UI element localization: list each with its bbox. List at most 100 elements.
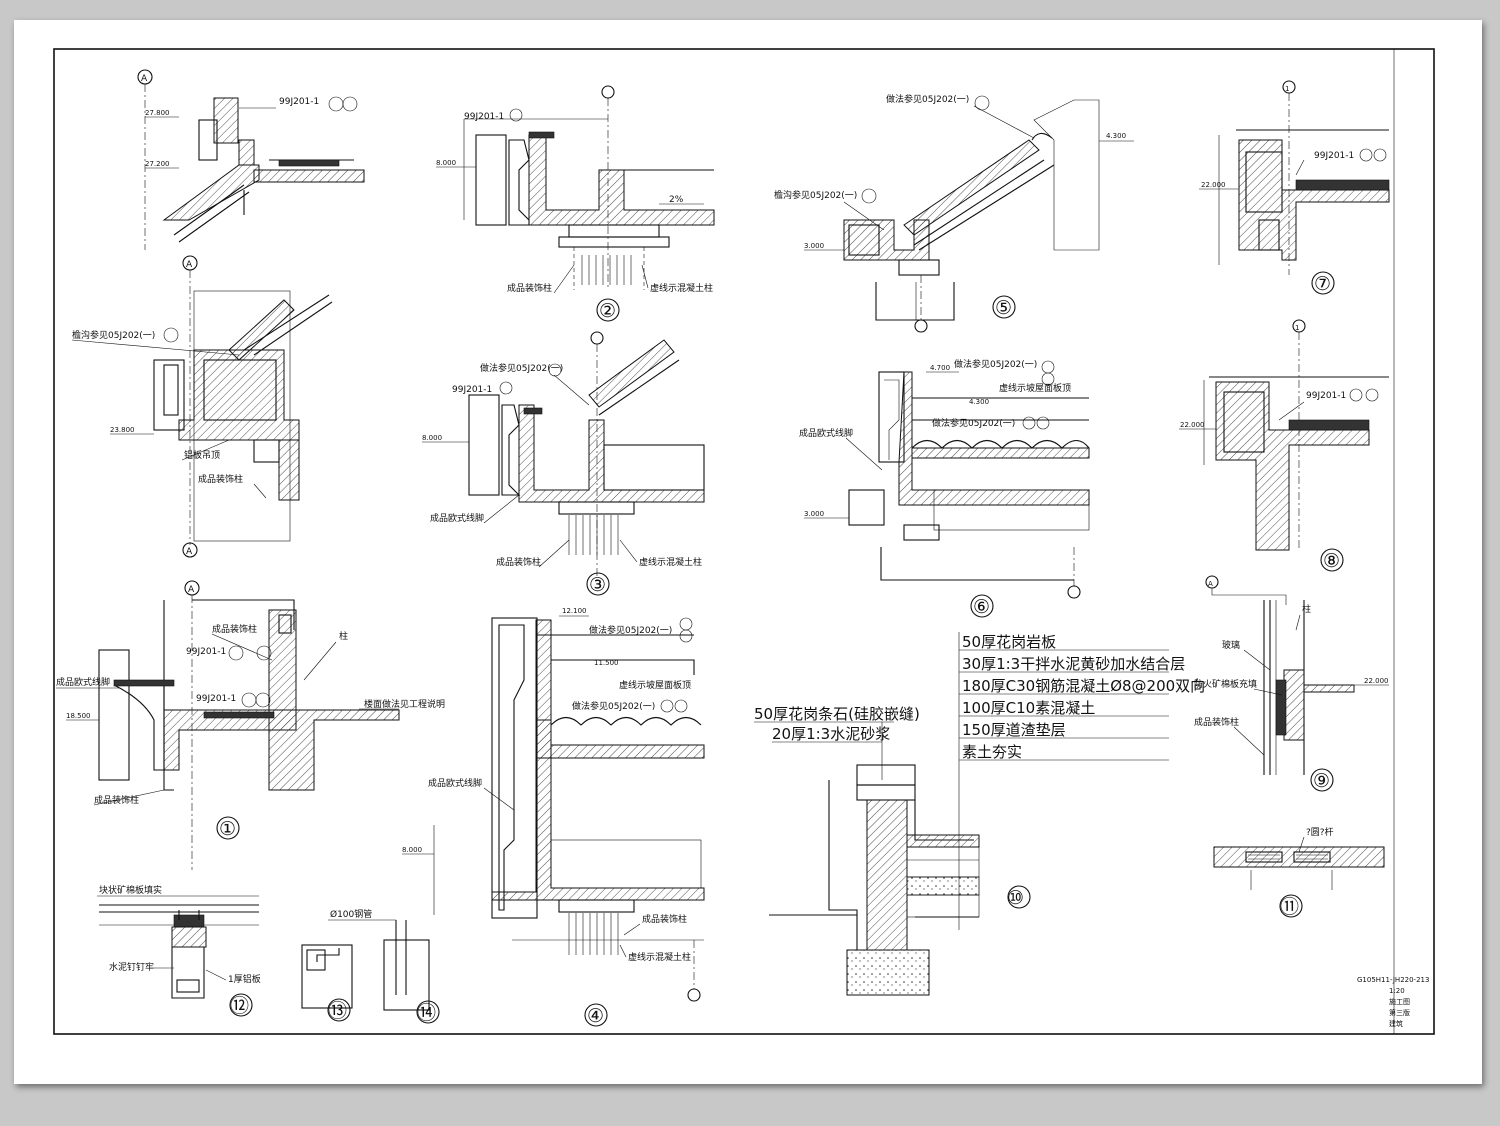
svg-text:1: 1 — [1295, 324, 1299, 332]
d9-fill-label: 防火矿棉板充填 — [1194, 678, 1257, 690]
detail-d6: 4.700 做法参见05J202(一) 4.300 虚线示坡屋面板顶 做法参见0… — [799, 358, 1090, 618]
d7-ref: 99J201-1 — [1314, 151, 1354, 161]
d1-number: ① — [219, 818, 236, 840]
d4-cornice-label: 成品欧式线脚 — [428, 777, 482, 789]
d9-number: ⑨ — [1313, 770, 1330, 792]
d10-curb-label-2: 20厚1:3水泥砂浆 — [772, 725, 890, 743]
d3-number: ③ — [589, 574, 606, 596]
svg-text:3.000: 3.000 — [804, 510, 824, 518]
detail-d0b: A A 檐沟参见05J202(一) 23.800 铝板吊顶 成品装饰柱 — [71, 255, 333, 558]
detail-d1: A 成品装饰柱 99J201-1 99J201-1 成品欧式线脚 柱 楼面做法见… — [56, 580, 445, 870]
svg-text:11.500: 11.500 — [594, 659, 619, 667]
svg-text:4.300: 4.300 — [1106, 132, 1126, 140]
d10-number: ⑩ — [1007, 887, 1024, 909]
d10-curb-label-1: 50厚花岗条石(硅胶嵌缝) — [754, 705, 920, 723]
svg-text:18.500: 18.500 — [66, 712, 91, 720]
svg-text:4.300: 4.300 — [969, 398, 989, 406]
d6-ref-1: 做法参见05J202(一) — [954, 358, 1037, 370]
title-version: 第三版 — [1389, 1008, 1410, 1017]
title-scale: 1:20 — [1389, 987, 1405, 995]
svg-text:22.000: 22.000 — [1364, 677, 1389, 685]
d10-layer-3: 180厚C30钢筋混凝土Ø8@200双向 — [962, 677, 1205, 695]
detail-d5: 做法参见05J202(一) 4.300 檐沟参见05J202(一) 3.000 … — [774, 93, 1134, 333]
svg-text:22.000: 22.000 — [1180, 421, 1205, 429]
title-block: G105H11-JH220-213 1:20 施工图 第三版 建筑 — [1357, 976, 1429, 1028]
d2-ref: 99J201-1 — [464, 112, 504, 122]
d3-concrete-label: 虚线示混凝土柱 — [639, 556, 702, 568]
d5-ref-main: 做法参见05J202(一) — [886, 93, 969, 105]
detail-drawing-canvas: A 99J201-1 27.800 27.200 A A — [53, 48, 1435, 1035]
detail-d7: 1 99J201-1 22.000 ⑦ — [1199, 80, 1390, 295]
svg-text:A: A — [186, 547, 193, 557]
detail-d4: 12.100 做法参见05J202(一) 11.500 虚线示坡屋面板顶 做法参… — [402, 607, 705, 1027]
d1-column-label-top: 成品装饰柱 — [212, 623, 257, 635]
detail-d2: 99J201-1 2% 8.000 成品装饰柱 虚线示混凝土柱 ② — [436, 85, 715, 322]
d12-number: ⑫ — [230, 995, 249, 1017]
d2-number: ② — [599, 300, 616, 322]
d5-gutter-ref: 檐沟参见05J202(一) — [774, 189, 857, 201]
title-discipline: 建筑 — [1389, 1019, 1403, 1028]
d3-ref: 99J201-1 — [452, 385, 492, 395]
d8-number: ⑧ — [1323, 550, 1340, 572]
d1-floor-label: 楼面做法见工程说明 — [364, 698, 445, 710]
d6-cornice-label: 成品欧式线脚 — [799, 427, 853, 439]
detail-d11: ?圆?杆 ⑪ — [1213, 826, 1385, 918]
svg-text:A: A — [188, 585, 195, 595]
title-stage: 施工图 — [1389, 997, 1410, 1006]
detail-d13: ⑬ — [301, 944, 353, 1022]
d13-number: ⑬ — [328, 1000, 347, 1022]
detail-d12: 块状矿棉板填实 水泥钉钉牢 1厚铝板 ⑫ — [97, 884, 261, 1017]
d10-layer-1: 50厚花岗岩板 — [962, 633, 1056, 651]
d11-number: ⑪ — [1280, 896, 1299, 918]
d0b-ceiling-label: 铝板吊顶 — [184, 449, 220, 461]
svg-text:8.000: 8.000 — [402, 846, 422, 854]
d5-number: ⑤ — [995, 297, 1012, 319]
d0b-gutter-ref: 檐沟参见05J202(一) — [72, 329, 155, 341]
svg-text:8.000: 8.000 — [436, 159, 456, 167]
svg-text:23.800: 23.800 — [110, 426, 135, 434]
d10-layer-4: 100厚C10素混凝土 — [962, 699, 1095, 717]
d0b-column-label: 成品装饰柱 — [198, 473, 243, 485]
d6-number: ⑥ — [973, 596, 990, 618]
d2-slope: 2% — [669, 195, 684, 205]
detail-d14: Ø100钢管 ⑭ — [328, 908, 440, 1024]
d12-nail-label: 水泥钉钉牢 — [109, 961, 154, 973]
d9-glass-label: 玻璃 — [1222, 639, 1240, 651]
d7-number: ⑦ — [1314, 273, 1331, 295]
d2-column-label: 成品装饰柱 — [507, 282, 552, 294]
d9-column-decor-label: 成品装饰柱 — [1194, 716, 1239, 728]
d6-ref-2: 做法参见05J202(一) — [932, 417, 1015, 429]
svg-text:A: A — [186, 260, 193, 270]
detail-d3: 做法参见05J202(一) 99J201-1 8.000 成品欧式线脚 成品装饰… — [422, 331, 705, 596]
d8-ref: 99J201-1 — [1306, 391, 1346, 401]
d12-fill-label: 块状矿棉板填实 — [99, 884, 162, 896]
d14-number: ⑭ — [417, 1002, 436, 1024]
detail-d10: 50厚花岗岩板 30厚1:3干拌水泥黄砂加水结合层 180厚C30钢筋混凝土Ø8… — [754, 632, 1205, 996]
d14-pipe-label: Ø100钢管 — [330, 908, 372, 920]
title-drawing-no: G105H11-JH220-213 — [1357, 976, 1429, 984]
d10-layer-6: 素土夯实 — [962, 743, 1022, 761]
d1-ref-2: 99J201-1 — [196, 694, 236, 704]
svg-text:3.000: 3.000 — [804, 242, 824, 250]
d0-elev-2: 27.200 — [145, 160, 170, 168]
d4-concrete-label: 虚线示混凝土柱 — [628, 951, 691, 963]
svg-text:A: A — [1208, 580, 1213, 588]
d0-ref: 99J201-1 — [279, 97, 319, 107]
detail-d0: A 99J201-1 27.800 27.200 — [137, 69, 365, 250]
d4-number: ④ — [587, 1005, 604, 1027]
drawing-frame — [53, 48, 1435, 1035]
d4-ref-1: 做法参见05J202(一) — [589, 624, 672, 636]
svg-text:22.000: 22.000 — [1201, 181, 1226, 189]
d2-concrete-label: 虚线示混凝土柱 — [650, 282, 713, 294]
d4-ref-2: 做法参见05J202(一) — [572, 700, 655, 712]
d0-elev-1: 27.800 — [145, 109, 170, 117]
detail-d9: A 柱 玻璃 防火矿棉板充填 成品装饰柱 22.000 ⑨ — [1194, 575, 1389, 792]
d12-plate-label: 1厚铝板 — [228, 973, 261, 985]
d1-cornice-label: 成品欧式线脚 — [56, 676, 110, 688]
d9-column-label: 柱 — [1302, 603, 1311, 615]
d4-roof-label: 虚线示坡屋面板顶 — [619, 679, 691, 691]
d11-rod-label: ?圆?杆 — [1306, 826, 1334, 838]
d0-axis: A — [141, 74, 148, 84]
d4-column-label: 成品装饰柱 — [642, 913, 687, 925]
d3-cornice-label: 成品欧式线脚 — [430, 512, 484, 524]
